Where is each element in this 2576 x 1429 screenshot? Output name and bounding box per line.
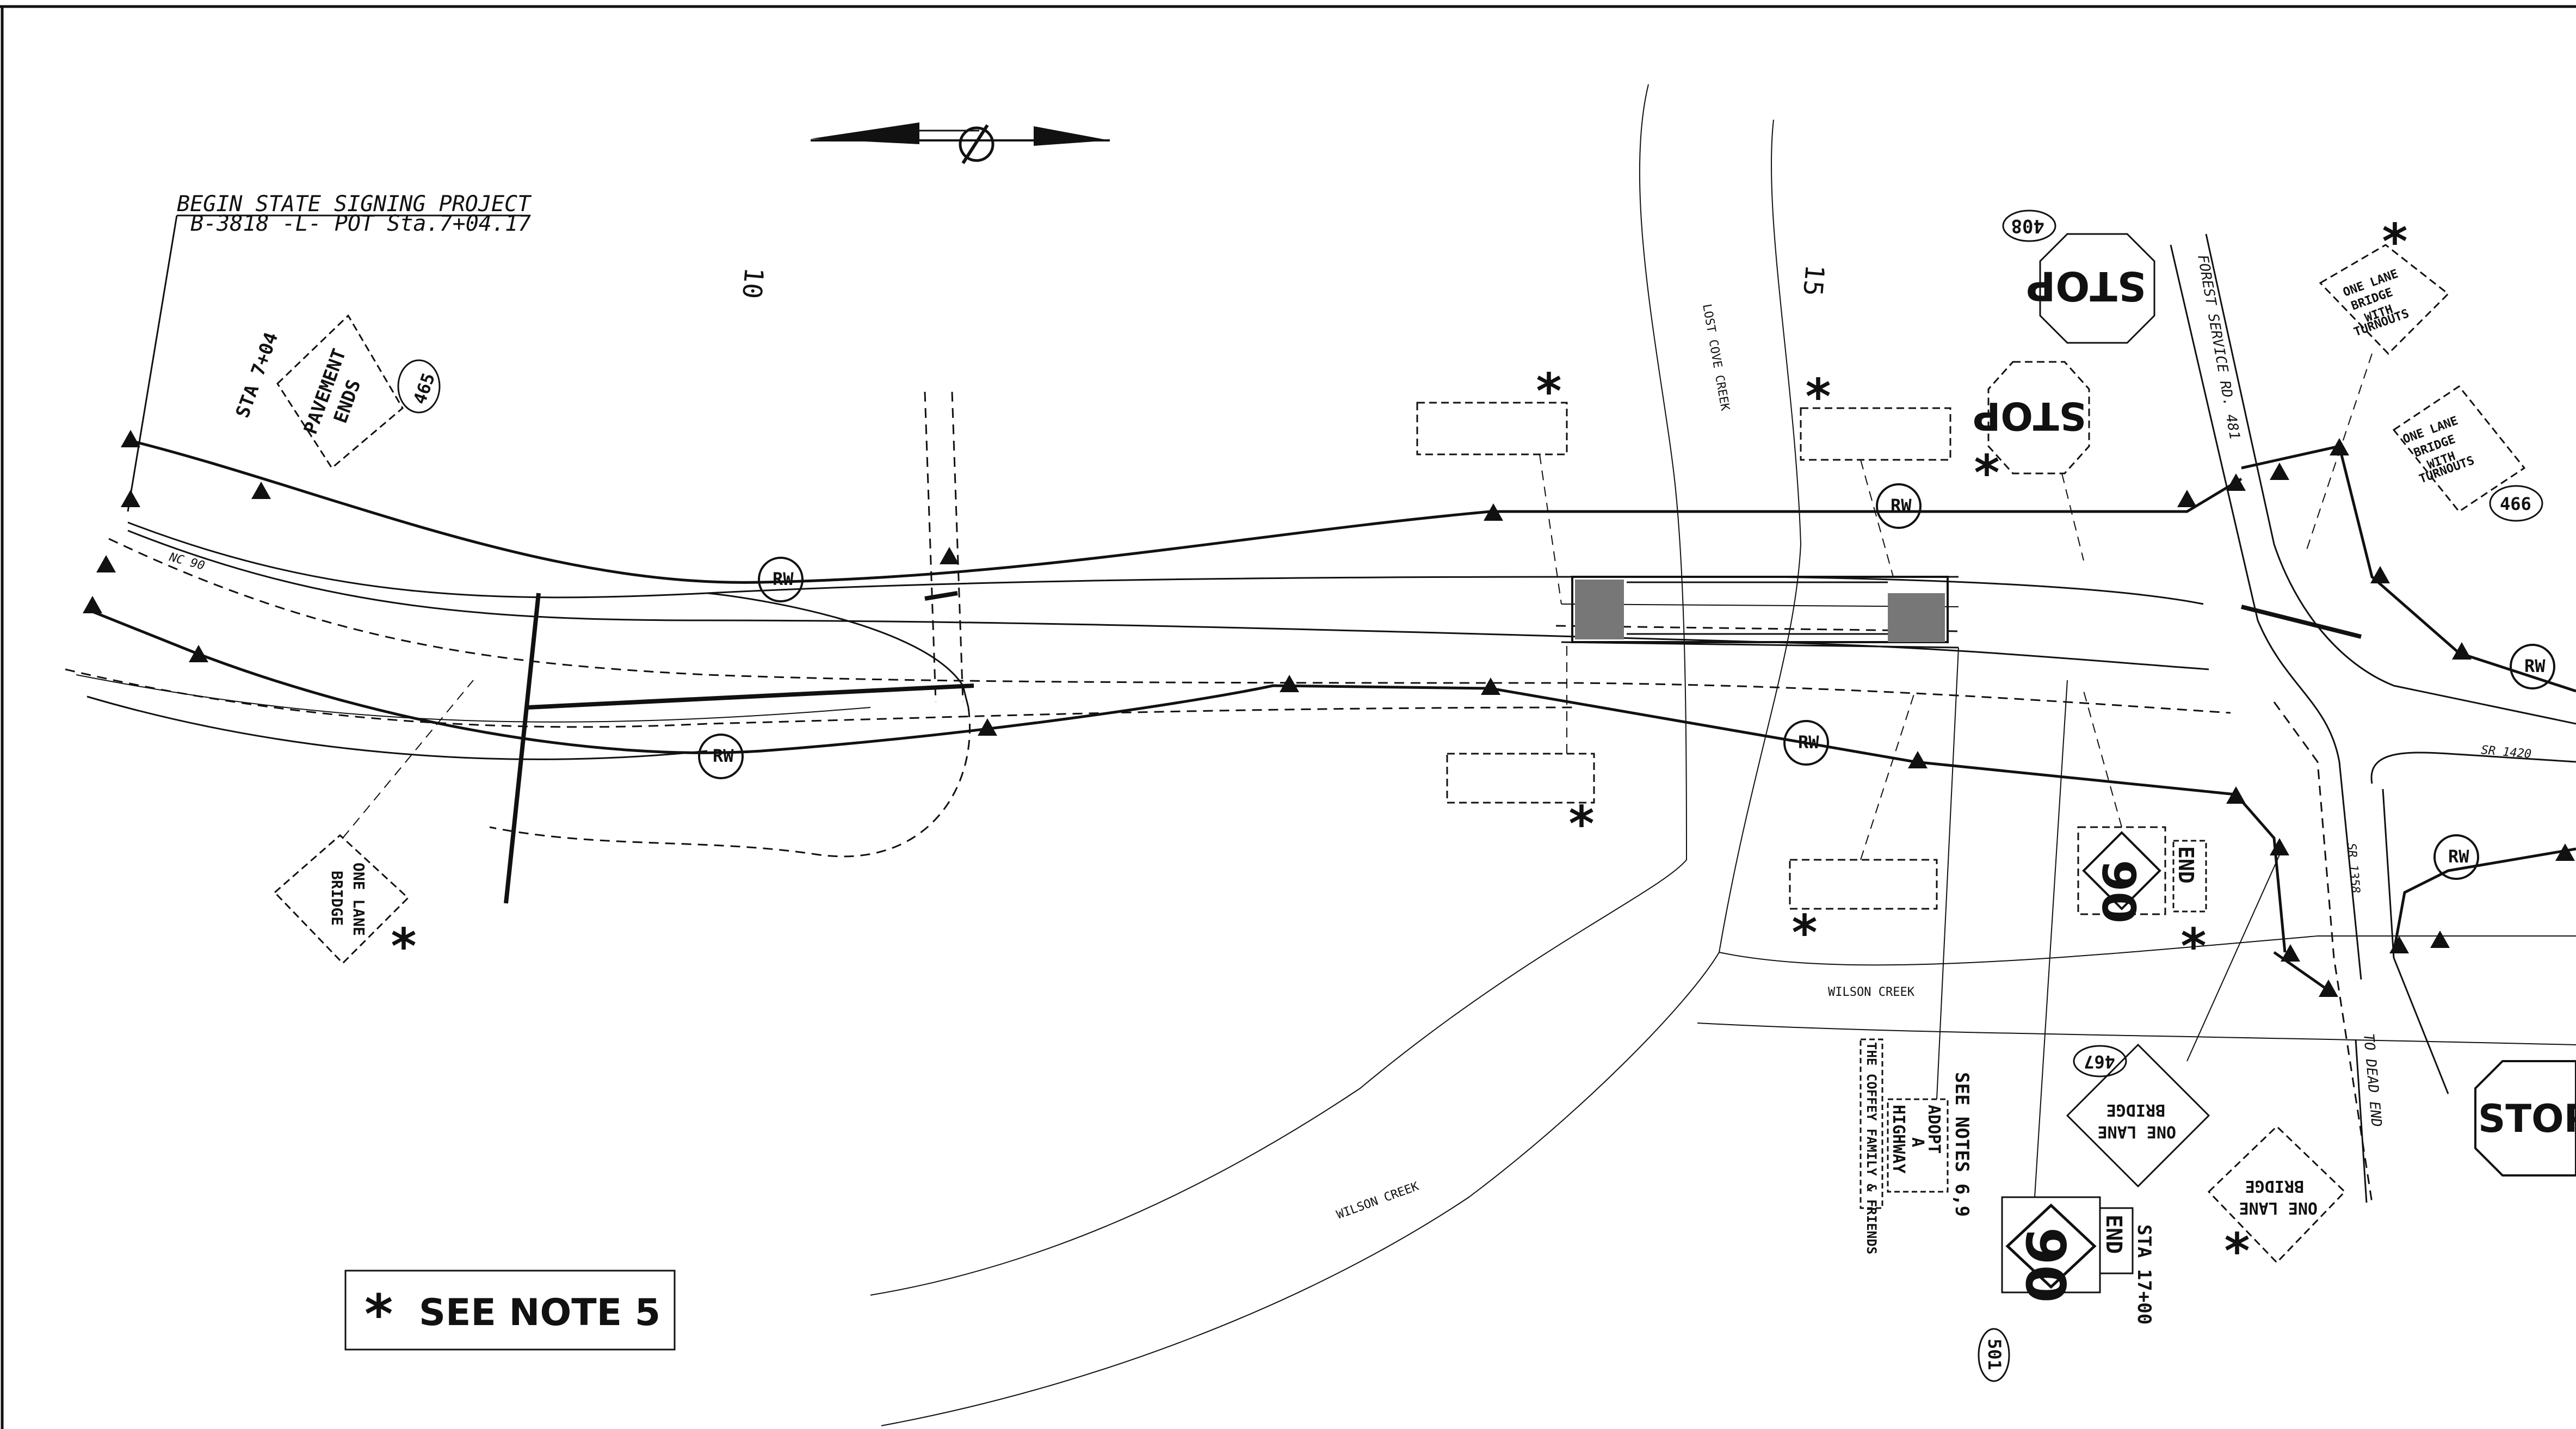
bridge <box>1571 576 1949 643</box>
svg-text:RW: RW <box>1798 732 1819 753</box>
asterisk-placeholder-1: * <box>1534 363 1564 420</box>
svg-text:*: * <box>389 918 418 975</box>
creek-label-wilson-upper: WILSON CREEK <box>1828 985 1915 999</box>
sign-stop-mid: STOP * <box>1972 361 2090 502</box>
svg-text:STOP: STOP <box>2478 1097 2576 1141</box>
svg-text:*: * <box>365 1283 393 1346</box>
svg-text:RW: RW <box>2448 846 2469 867</box>
svg-text:ONE LANE: ONE LANE <box>350 863 368 936</box>
sign-one-lane-bridge-turnouts-466: ONE LANE BRIDGE WITH TURNOUTS 466 <box>2392 385 2543 522</box>
svg-text:RW: RW <box>1891 495 1912 516</box>
sign-placeholders <box>1416 402 1951 910</box>
svg-text:STOP: STOP <box>2026 262 2146 309</box>
svg-text:END: END <box>2101 1215 2126 1254</box>
svg-text:HIGHWAY: HIGHWAY <box>1889 1105 1908 1173</box>
svg-text:THE COFFEY FAMILY & FRIENDS: THE COFFEY FAMILY & FRIENDS <box>1864 1042 1879 1254</box>
svg-text:408: 408 <box>2011 215 2044 237</box>
svg-text:466: 466 <box>2500 494 2531 514</box>
svg-text:RW: RW <box>773 569 794 589</box>
svg-text:STOP: STOP <box>1973 393 2086 438</box>
sign-end-route-90-lower: 90 END STA 17+00 501 <box>1978 680 2155 1382</box>
side-roads <box>2170 233 2576 1203</box>
svg-text:501: 501 <box>1984 1339 2005 1370</box>
station-number-10: 10 <box>736 266 769 300</box>
svg-text:*: * <box>1972 445 2002 502</box>
road-label-forest-service: FOREST SERVICE RD. 481 <box>2194 254 2243 441</box>
creeks <box>870 84 2576 1426</box>
sign-one-lane-bridge-467: ONE LANE BRIDGE 467 <box>2066 848 2283 1188</box>
row-markers <box>83 430 2575 997</box>
svg-text:*: * <box>2179 918 2208 975</box>
road-label-sr1358: SR 1358 <box>2344 842 2362 894</box>
road-label-nc90: NC 90 <box>167 550 206 573</box>
svg-text:ONE LANE: ONE LANE <box>2098 1122 2177 1141</box>
north-arrow-icon <box>811 122 1110 164</box>
see-note-5-box: * SEE NOTE 5 <box>344 1270 676 1351</box>
sign-stop-408: STOP 408 <box>2002 210 2155 344</box>
sign-stop-right: STOP <box>2474 1060 2576 1177</box>
leader-lines <box>1539 353 2373 860</box>
svg-text:*: * <box>2380 213 2410 270</box>
svg-text:467: 467 <box>2084 1051 2115 1072</box>
svg-text:SEE NOTE 5: SEE NOTE 5 <box>419 1291 660 1334</box>
right-of-way-lines <box>87 439 2576 992</box>
svg-text:90: 90 <box>2013 1227 2077 1303</box>
sign-adopt-a-highway: THE COFFEY FAMILY & FRIENDS ADOPT A HIGH… <box>1860 647 1973 1254</box>
svg-text:BRIDGE: BRIDGE <box>2245 1177 2304 1196</box>
svg-text:90: 90 <box>2092 860 2145 923</box>
svg-text:A: A <box>1908 1137 1927 1147</box>
asterisk-placeholder-3: * <box>1567 796 1596 853</box>
sign-one-lane-bridge-turnouts-top: ONE LANE BRIDGE WITH TURNOUTS * <box>2319 213 2450 355</box>
sign-one-lane-bridge-left: ONE LANE BRIDGE * <box>273 680 474 975</box>
svg-text:STA 7+04: STA 7+04 <box>232 330 283 421</box>
creek-label-wilson-lower: WILSON CREEK <box>1335 1180 1422 1222</box>
svg-text:RW: RW <box>713 746 734 766</box>
svg-text:END: END <box>2174 846 2198 884</box>
svg-text:BEGIN STATE SIGNING PROJECT: BEGIN STATE SIGNING PROJECT <box>177 192 532 217</box>
svg-text:ADOPT: ADOPT <box>1924 1105 1943 1154</box>
svg-text:BRIDGE: BRIDGE <box>2106 1100 2165 1119</box>
svg-text:465: 465 <box>409 370 439 406</box>
sign-pavement-ends: PAVEMENT ENDS STA 7+04 465 <box>232 314 441 470</box>
svg-text:RW: RW <box>2524 656 2546 676</box>
asterisk-placeholder-2: * <box>1803 368 1833 426</box>
svg-text:B-3818 -L- POT Sta.7+04.17: B-3818 -L- POT Sta.7+04.17 <box>190 211 531 236</box>
svg-text:SEE NOTES 6,9: SEE NOTES 6,9 <box>1951 1072 1973 1217</box>
right-of-way-symbols: RW RW RW RW RW RW <box>698 483 2555 880</box>
station-number-15: 15 <box>1797 263 1830 297</box>
creek-label-lost-cove: LOST COVE CREEK <box>1700 303 1732 412</box>
svg-text:STA 17+00: STA 17+00 <box>2133 1224 2155 1325</box>
asterisk-placeholder-4: * <box>1790 904 1819 962</box>
svg-text:BRIDGE: BRIDGE <box>328 871 346 926</box>
svg-text:*: * <box>2222 1223 2252 1280</box>
sign-end-route-90-upper: 90 END * <box>2077 826 2208 975</box>
sign-one-lane-bridge-right: ONE LANE BRIDGE * <box>2207 1125 2346 1280</box>
svg-text:ONE LANE: ONE LANE <box>2239 1198 2318 1217</box>
begin-project-label: BEGIN STATE SIGNING PROJECT B-3818 -L- P… <box>127 192 532 512</box>
road-label-to-dead-end: TO DEAD END <box>2360 1033 2385 1128</box>
